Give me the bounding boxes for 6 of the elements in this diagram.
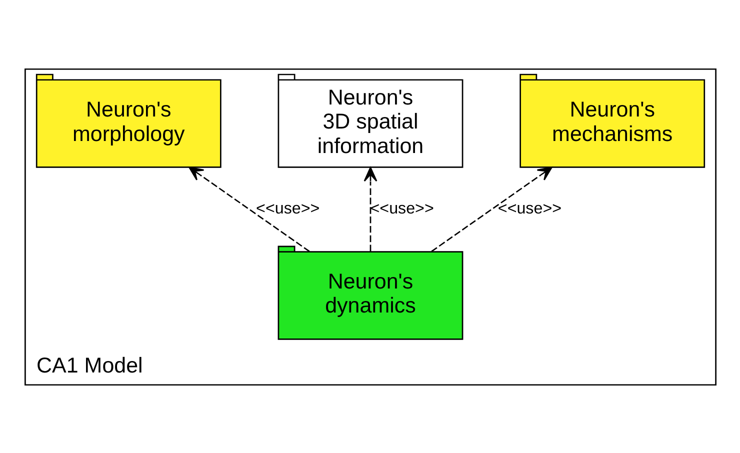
edge-label: <<use>>: [497, 199, 562, 218]
edge-label: <<use>>: [370, 199, 434, 218]
arrow: [430, 166, 552, 252]
arrow: [188, 166, 310, 252]
arrow: [363, 166, 377, 251]
edge-label: <<use>>: [256, 199, 320, 218]
